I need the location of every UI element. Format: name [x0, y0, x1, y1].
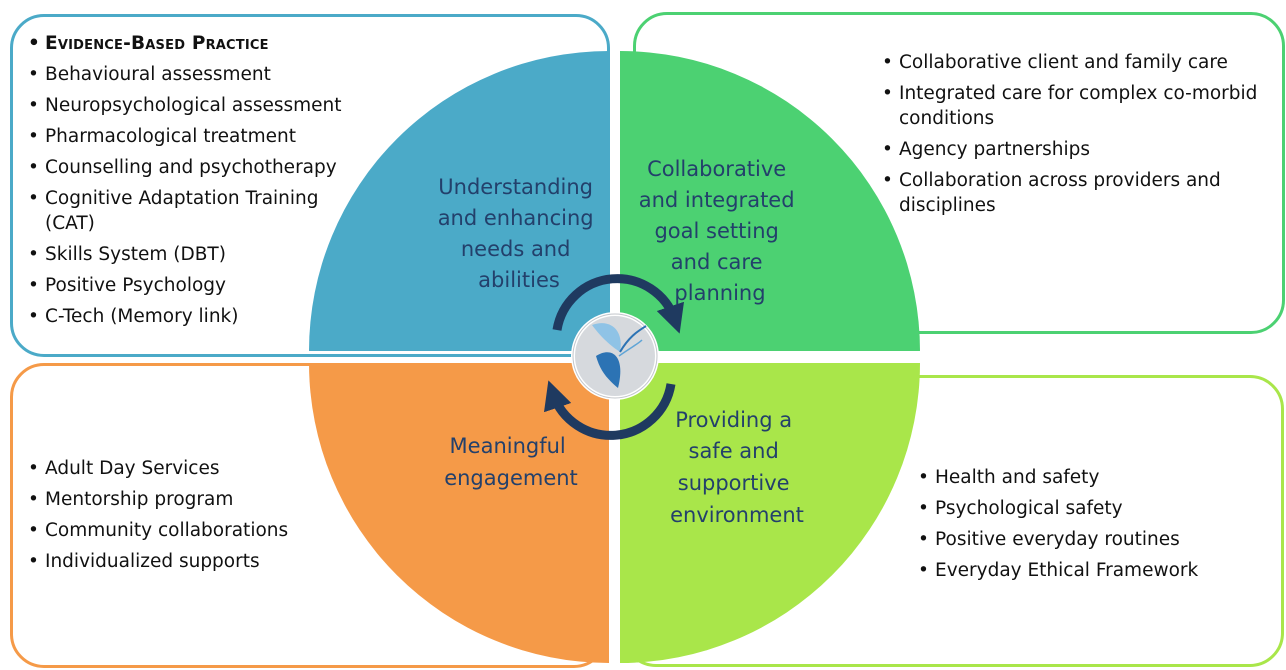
list-item: Psychological safety — [918, 493, 1248, 524]
meaningful-engagement-list: Adult Day Services Mentorship program Co… — [28, 453, 348, 577]
title-line: Providing a — [675, 408, 792, 432]
quadrant-top-right-wedge — [620, 51, 920, 351]
list-item: Positive everyday routines — [918, 524, 1248, 555]
quadrant-title-top-left: Understanding and enhancing needs and ab… — [438, 175, 601, 292]
title-line: Meaningful — [450, 434, 566, 458]
quadrant-title-bottom-left: Meaningful engagement — [444, 434, 578, 490]
list-item: Individualized supports — [28, 546, 348, 577]
collaborative-care-list: Collaborative client and family care Int… — [882, 47, 1262, 221]
title-line: and enhancing — [438, 206, 594, 230]
title-line: needs and — [461, 237, 571, 261]
title-line: Collaborative — [647, 157, 786, 181]
quadrant-bottom-left-wedge — [309, 363, 609, 663]
list-item: Skills System (DBT) — [28, 239, 368, 270]
list-item: Integrated care for complex co-morbid co… — [882, 81, 1262, 131]
list-item: Counselling and psychotherapy — [28, 152, 368, 183]
list-item: Mentorship program — [28, 484, 348, 515]
title-line: planning — [674, 281, 765, 305]
quadrant-bottom-right-wedge — [620, 363, 920, 663]
list-item: Positive Psychology — [28, 270, 368, 301]
list-item: Adult Day Services — [28, 453, 348, 484]
quadrant-title-top-right: Collaborative and integrated goal settin… — [639, 157, 802, 305]
list-item: Health and safety — [918, 462, 1248, 493]
list-item: Community collaborations — [28, 515, 348, 546]
list-item: Everyday Ethical Framework — [918, 555, 1248, 586]
list-item: Cognitive Adaptation Training (CAT) — [28, 186, 368, 236]
evidence-based-practice-list: Evidence-Based Practice Behavioural asse… — [28, 28, 368, 332]
title-line: environment — [670, 503, 804, 527]
list-item: C-Tech (Memory link) — [28, 301, 368, 332]
list-item: Behavioural assessment — [28, 59, 368, 90]
title-line: and care — [671, 250, 763, 274]
safe-environment-list: Health and safety Psychological safety P… — [918, 462, 1248, 586]
list-item: Collaboration across providers and disci… — [882, 168, 1262, 218]
list-item: Collaborative client and family care — [882, 47, 1262, 78]
list-item: Neuropsychological assessment — [28, 90, 368, 121]
title-line: and integrated — [639, 188, 795, 212]
title-line: goal setting — [654, 219, 778, 243]
title-line: Understanding — [438, 175, 593, 199]
list-heading: Evidence-Based Practice — [28, 28, 368, 59]
title-line: safe and — [689, 439, 779, 463]
quadrant-top-left-wedge — [309, 51, 609, 351]
list-item: Pharmacological treatment — [28, 121, 368, 152]
quadrant-title-bottom-right: Providing a safe and supportive environm… — [670, 408, 804, 527]
title-line: supportive — [678, 471, 790, 495]
title-line: engagement — [444, 466, 578, 490]
list-item: Agency partnerships — [882, 134, 1262, 165]
title-line: abilities — [478, 268, 560, 292]
butterfly-logo-icon — [571, 312, 659, 400]
cycle-arrows-icon — [544, 274, 684, 440]
